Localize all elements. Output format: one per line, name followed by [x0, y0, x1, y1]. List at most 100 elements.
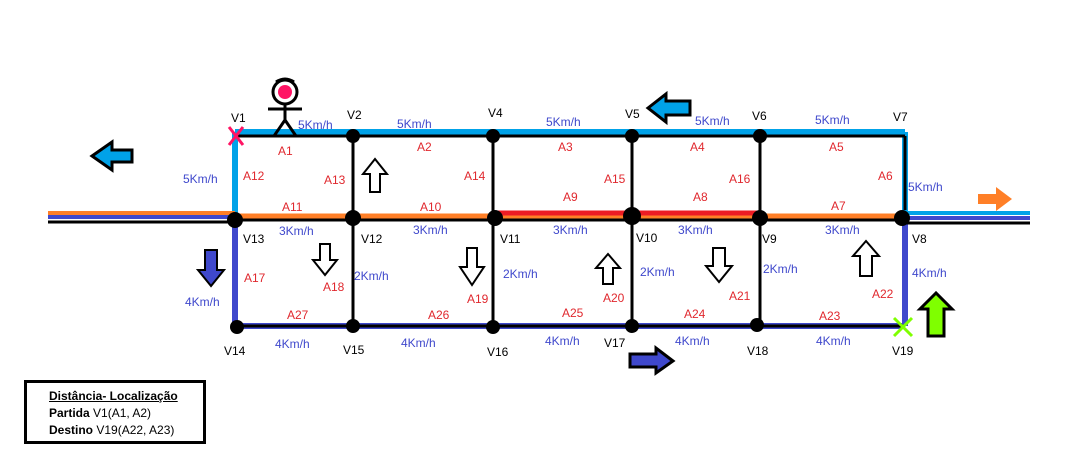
direction-arrow-icon	[310, 243, 340, 277]
edge-label: A24	[684, 307, 706, 321]
edge-label: A14	[464, 169, 486, 183]
node-v4	[486, 129, 500, 143]
edge-label: A26	[428, 308, 450, 322]
legend-end-label: Destino	[49, 423, 94, 437]
speed-label: 5Km/h	[908, 180, 943, 194]
speed-label: 5Km/h	[815, 113, 850, 127]
node-v9	[752, 210, 768, 226]
destination-x-icon	[892, 316, 914, 338]
edge-label: A18	[323, 280, 345, 294]
edge-label: A23	[819, 309, 841, 323]
speed-label: 4Km/h	[545, 334, 580, 348]
node-v18	[750, 318, 764, 332]
direction-arrow-icon	[89, 139, 134, 173]
speed-label: 3Km/h	[413, 223, 448, 237]
edge-label: A3	[558, 140, 573, 154]
edge-label: A2	[417, 140, 432, 154]
edge-label: A15	[604, 172, 626, 186]
speed-labels: 5Km/h 5Km/h 5Km/h 5Km/h 5Km/h 5Km/h 5Km/…	[183, 113, 947, 351]
edge-label: A12	[243, 169, 265, 183]
speed-label: 5Km/h	[546, 115, 581, 129]
direction-arrow-icon	[850, 239, 882, 277]
legend-start-label: Partida	[49, 406, 90, 420]
edge-labels: A1 A2 A3 A4 A5 A6 A7 A8 A9 A10 A11 A12 A…	[243, 140, 894, 323]
edge-label: A27	[287, 308, 309, 322]
legend-end-value: V19(A22, A23)	[93, 423, 175, 437]
legend-title: Distância- Localização	[49, 389, 178, 403]
speed-label: 3Km/h	[678, 223, 713, 237]
node-v16	[486, 320, 500, 334]
vertex-label: V8	[912, 232, 927, 246]
direction-arrow-icon	[593, 252, 623, 285]
vertex-label: V19	[892, 344, 914, 358]
vertex-label: V17	[604, 336, 626, 350]
speed-label: 4Km/h	[675, 334, 710, 348]
edge-label: A17	[244, 271, 266, 285]
edge-label: A9	[563, 190, 578, 204]
node-v8	[894, 210, 910, 226]
edge-label: A6	[878, 169, 893, 183]
edge-label: A11	[282, 200, 303, 214]
speed-label: 2Km/h	[763, 262, 798, 276]
speed-label: 2Km/h	[354, 269, 389, 283]
vertex-label: V1	[231, 111, 246, 125]
direction-arrow-icon	[978, 187, 1012, 211]
speed-label: 5Km/h	[695, 114, 730, 128]
vertex-nodes	[227, 129, 910, 334]
legend-end: Destino V19(A22, A23)	[49, 422, 203, 439]
vertex-label: V9	[762, 232, 777, 246]
direction-arrow-icon	[628, 344, 676, 376]
edge-label: A21	[729, 289, 751, 303]
legend-start-value: V1(A1, A2)	[89, 406, 152, 420]
node-v13	[227, 212, 243, 228]
edge-label: A20	[603, 291, 625, 305]
vertex-label: V11	[500, 232, 521, 246]
direction-arrow-icon	[916, 290, 956, 338]
direction-arrow-icon	[703, 247, 735, 284]
edge-label: A7	[831, 199, 846, 213]
speed-label: 3Km/h	[553, 223, 588, 237]
vertex-label: V5	[625, 107, 640, 121]
vertex-label: V13	[243, 232, 265, 246]
vertex-label: V16	[487, 345, 509, 359]
edge-label: A4	[690, 140, 705, 154]
node-v17	[625, 319, 639, 333]
node-v15	[346, 319, 360, 333]
direction-arrow-icon	[195, 249, 227, 288]
speed-label: 5Km/h	[397, 117, 432, 131]
node-v5	[625, 129, 639, 143]
vertex-label: V10	[636, 231, 658, 245]
vertex-label: V12	[361, 232, 383, 246]
outline-arrows	[310, 157, 882, 287]
speed-label: 3Km/h	[279, 224, 314, 238]
edge-label: A5	[829, 140, 844, 154]
node-v11	[487, 210, 503, 226]
legend-start: Partida V1(A1, A2)	[49, 405, 203, 422]
direction-arrow-icon	[458, 247, 486, 287]
legend-box: Distância- Localização Partida V1(A1, A2…	[24, 380, 206, 444]
node-v14	[230, 320, 244, 334]
speed-label: 4Km/h	[816, 334, 851, 348]
speed-label: 3Km/h	[825, 223, 860, 237]
node-v2	[346, 129, 360, 143]
edge-label: A1	[278, 144, 293, 158]
edge-label: A8	[693, 190, 708, 204]
vertex-label: V4	[488, 106, 503, 120]
vertex-label: V15	[343, 343, 365, 357]
node-v10	[623, 207, 641, 225]
speed-label: 4Km/h	[275, 337, 310, 351]
speed-label: 2Km/h	[640, 265, 675, 279]
edge-label: A22	[872, 287, 894, 301]
direction-arrow-icon	[645, 90, 692, 126]
vertex-label: V18	[747, 344, 769, 358]
edge-label: A25	[562, 306, 584, 320]
speed-label: 5Km/h	[298, 118, 333, 132]
vertex-label: V6	[752, 109, 767, 123]
speed-label: 2Km/h	[503, 267, 538, 281]
vertex-labels: V1 V2 V4 V5 V6 V7 V13 V12 V11 V10 V9 V8 …	[224, 106, 927, 359]
vertex-label: V14	[224, 344, 246, 358]
edge-label: A16	[729, 172, 751, 186]
speed-label: 5Km/h	[183, 172, 218, 186]
speed-label: 4Km/h	[185, 295, 220, 309]
